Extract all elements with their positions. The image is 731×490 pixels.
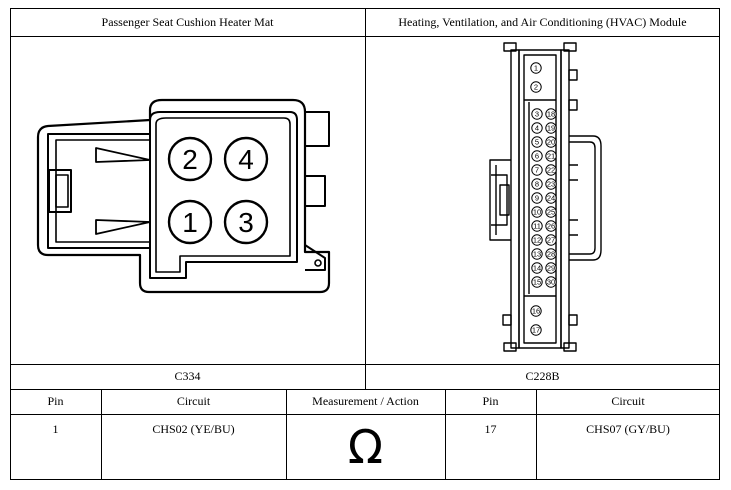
c228b-pin-11-label: 11 <box>533 222 541 231</box>
divider-table-header <box>10 389 720 390</box>
c334-pin-1-label: 1 <box>182 207 198 238</box>
c228b-pin-17-label: 17 <box>532 326 540 335</box>
divider-col-2 <box>286 389 287 480</box>
table-header-circuit-a: Circuit <box>176 394 211 408</box>
c228b-pin-24-circle <box>545 192 557 204</box>
c228b-pin-21-label: 21 <box>547 152 555 161</box>
c228b-pin-28-circle <box>545 248 557 260</box>
c228b-pin-14-circle <box>531 262 543 274</box>
c334-pin-3-label: 3 <box>238 207 254 238</box>
c228b-pin-18-circle <box>545 108 557 120</box>
c228b-pin-25-label: 25 <box>547 208 555 217</box>
right-panel-title: Heating, Ventilation, and Air Conditioni… <box>398 14 687 29</box>
c228b-pin-11-circle <box>531 220 543 232</box>
c228b-pin-21-circle <box>545 150 557 162</box>
c228b-pin-7-circle <box>531 164 543 176</box>
divider-col-4 <box>536 389 537 480</box>
c228b-pin-29-circle <box>545 262 557 274</box>
c228b-pin-30-circle <box>545 276 557 288</box>
table-header-pin-a: Pin <box>47 394 64 408</box>
left-panel-title: Passenger Seat Cushion Heater Mat <box>101 14 274 29</box>
c228b-pin-12-circle <box>531 234 543 246</box>
right-connector-label: C228B <box>525 369 560 383</box>
c228b-pin-14-label: 14 <box>533 264 541 273</box>
c228b-pin-5-label: 5 <box>535 138 539 147</box>
c228b-pin-19-label: 19 <box>547 124 555 133</box>
c228b-pin-1-circle <box>530 62 542 74</box>
c228b-pin-13-circle <box>531 248 543 260</box>
c228b-pin-29-label: 29 <box>547 264 555 273</box>
c228b-pin-22-label: 22 <box>547 166 555 175</box>
c228b-pin-20-circle <box>545 136 557 148</box>
table-header-circuit-b: Circuit <box>611 394 645 408</box>
c228b-pin-18-label: 18 <box>547 110 555 119</box>
table-header-pin-b: Pin <box>482 394 499 408</box>
c228b-pin-13-label: 13 <box>533 250 541 259</box>
c334-pin-2-label: 2 <box>182 144 198 175</box>
c228b-pin-30-label: 30 <box>547 278 555 287</box>
c228b-pin-27-circle <box>545 234 557 246</box>
c228b-pin-20-label: 20 <box>547 138 555 147</box>
c228b-pin-15-circle <box>531 276 543 288</box>
c228b-pin-23-circle <box>545 178 557 190</box>
c228b-pin-27-label: 27 <box>547 236 555 245</box>
divider-table-row <box>10 414 720 415</box>
c228b-pin-10-label: 10 <box>533 208 541 217</box>
divider-col-1 <box>101 389 102 480</box>
c228b-pin-26-label: 26 <box>547 222 555 231</box>
c228b-pin-15-label: 15 <box>533 278 541 287</box>
c228b-pin-8-circle <box>531 178 543 190</box>
c228b-pin-2-label: 2 <box>534 83 538 92</box>
c228b-pin-12-label: 12 <box>533 236 541 245</box>
c228b-pin-6-label: 6 <box>535 152 539 161</box>
divider-col-3 <box>445 389 446 480</box>
table-header-measurement: Measurement / Action <box>312 394 419 408</box>
ohm-measurement-icon: Ω <box>347 420 384 474</box>
c228b-pin-4-circle <box>531 122 543 134</box>
c228b-pin-19-circle <box>545 122 557 134</box>
c228b-pin-3-circle <box>531 108 543 120</box>
c228b-pin-3-label: 3 <box>535 110 539 119</box>
table-cell-circuit-b: CHS07 (GY/BU) <box>586 422 670 436</box>
table-cell-pin-b: 17 <box>484 422 497 436</box>
c228b-pin-7-label: 7 <box>535 166 539 175</box>
c228b-pin-26-circle <box>545 220 557 232</box>
c228b-pin-16-label: 16 <box>532 307 540 316</box>
c228b-pin-25-circle <box>545 206 557 218</box>
c228b-pin-9-circle <box>531 192 543 204</box>
c228b-pin-8-label: 8 <box>535 180 539 189</box>
c334-pin-4-label: 4 <box>238 144 254 175</box>
c228b-pin-6-circle <box>531 150 543 162</box>
table-cell-pin-a: 1 <box>52 422 59 436</box>
c228b-pin-5-circle <box>531 136 543 148</box>
c228b-pin-16-circle <box>530 305 542 317</box>
c228b-pin-22-circle <box>545 164 557 176</box>
left-connector-label: C334 <box>174 369 201 383</box>
c228b-pin-10-circle <box>531 206 543 218</box>
c228b-pin-4-label: 4 <box>535 124 539 133</box>
c228b-pin-9-label: 9 <box>535 194 539 203</box>
c228b-pin-2-circle <box>530 81 542 93</box>
table-cell-circuit-a: CHS02 (YE/BU) <box>152 422 235 436</box>
c228b-pin-1-label: 1 <box>534 64 538 73</box>
c228b-pin-17-circle <box>530 324 542 336</box>
c228b-pin-28-label: 28 <box>547 250 555 259</box>
c228b-pin-24-label: 24 <box>547 194 555 203</box>
c228b-pin-23-label: 23 <box>547 180 555 189</box>
divider-panels <box>365 8 366 389</box>
